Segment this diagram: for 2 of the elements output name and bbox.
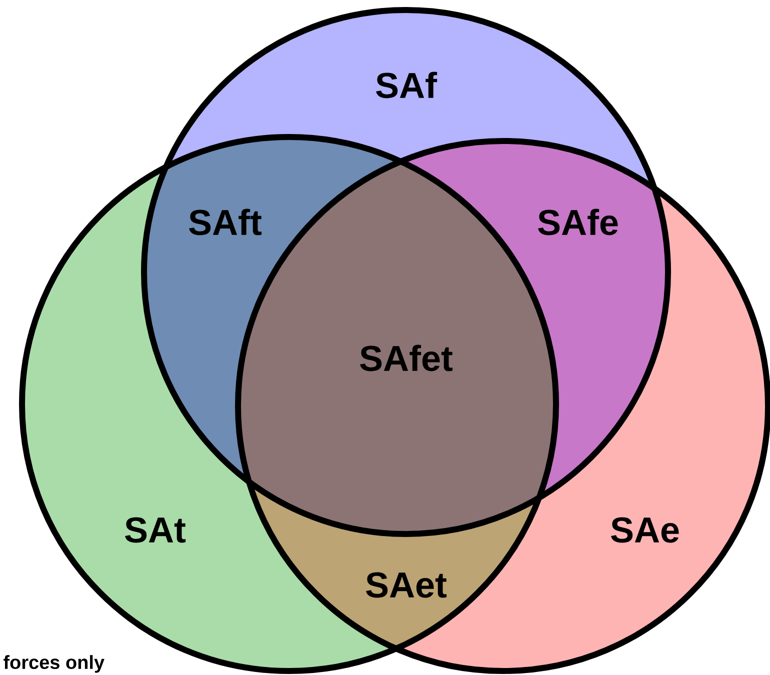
region-label: SAet	[366, 572, 447, 598]
region-label: SAfet	[360, 344, 453, 372]
